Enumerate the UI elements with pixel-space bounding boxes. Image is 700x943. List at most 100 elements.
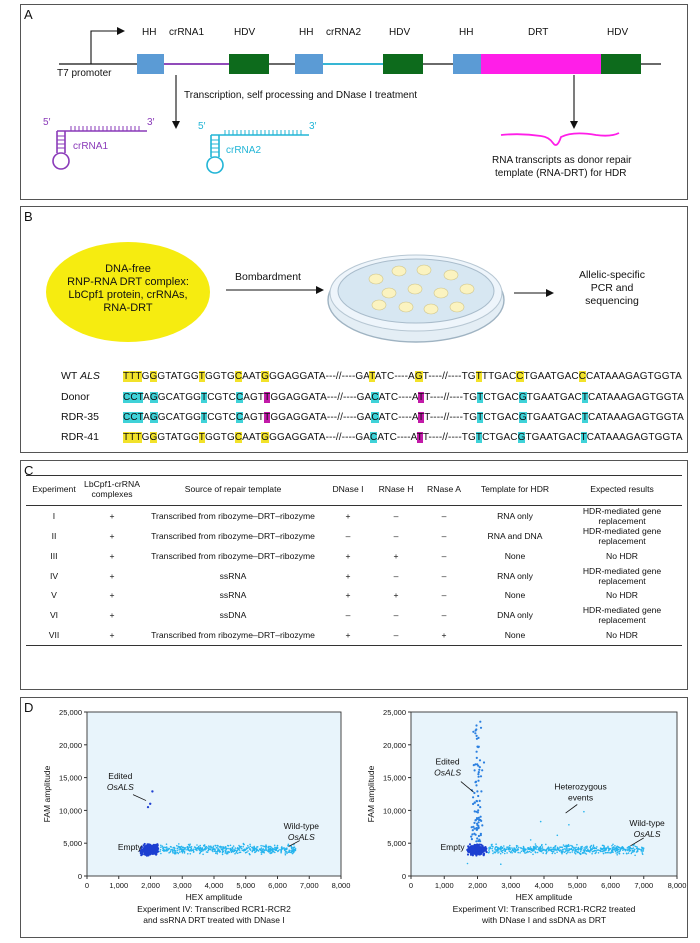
droplet-point [580,848,583,851]
droplet-point [565,850,567,853]
droplet-point [489,847,492,849]
table-cell: – [441,610,447,620]
droplet-point [641,853,644,855]
droplet-point [627,849,629,852]
droplet-point [509,848,512,850]
droplet-point [182,846,185,849]
droplet-point [596,846,598,848]
droplet-point [477,839,480,843]
col-rnasea: RNase A [420,475,468,506]
droplet-point [229,844,232,847]
droplet-point [280,849,283,852]
droplet-point [508,850,511,852]
droplet-point [176,849,178,852]
droplet-point [166,847,168,849]
droplet-point [604,848,607,850]
droplet-point [147,848,150,851]
table-cell: – [345,610,351,620]
droplet-point [541,846,544,848]
droplet-point [640,849,643,852]
droplet-point [534,843,537,845]
droplet-point [249,847,251,850]
droplet-point [290,846,293,849]
processing-label: Transcription, self processing and DNase… [184,90,418,101]
droplet-point [522,849,524,852]
droplet-point [193,848,195,850]
table-cell: ssRNA [219,590,247,601]
droplet-point [236,849,239,852]
x-tick-label: 1,000 [435,881,454,890]
droplet-point [176,847,179,850]
droplet-point [614,850,617,853]
droplet-point [466,853,470,856]
droplet-point [579,853,582,856]
droplet-point [497,852,499,854]
droplet-point [468,843,472,846]
table-cell: – [393,610,399,620]
droplet-point [187,853,189,855]
droplet-point [516,848,519,850]
droplet-point [564,845,567,848]
droplet-point [573,846,575,849]
droplet-point [570,844,572,847]
table-cell: VI [49,610,59,620]
droplet-point [556,846,559,849]
droplet-point [290,847,293,850]
annotation-empty: Empty [441,842,466,852]
droplet-point [475,817,479,821]
droplet-point [249,853,251,856]
droplet-point [215,852,217,855]
droplet-point [482,852,486,855]
droplet-point [525,848,527,851]
droplet-point [275,849,278,852]
droplet-point [225,848,228,851]
droplet-point [239,851,242,854]
droplet-point [273,844,276,847]
droplet-point [520,850,523,853]
droplet-point [495,843,497,845]
x-tick-label: 3,000 [173,881,192,890]
droplet-point [197,848,200,850]
droplet-point [283,847,286,849]
hh-label-2: HH [299,27,314,38]
droplet-point [517,851,519,854]
droplet-point [184,847,186,850]
droplet-point [274,849,276,851]
droplet-point [597,849,600,851]
droplet-point [159,850,161,853]
droplet-point [215,850,217,853]
droplet-point [227,847,229,850]
crrna1-name: crRNA1 [73,141,109,152]
table-header-row: Experiment LbCpf1-crRNA complexes Source… [26,475,682,506]
ellipse-line-4: RNA-DRT [103,302,153,314]
droplet-point [290,850,293,852]
droplet-point [222,850,225,853]
droplet-point [471,833,474,836]
droplet-point [204,848,206,850]
droplet-point [504,850,506,853]
droplet-point [622,852,625,855]
droplet-point [550,850,553,852]
x-axis-label: HEX amplitude [186,892,243,902]
droplet-point [542,852,544,854]
droplet-point [284,848,287,850]
droplet-point [621,846,623,848]
annotation-osals: OsALS [107,782,134,792]
droplet-point [499,852,502,855]
droplet-point [541,847,543,850]
droplet-point [477,809,480,812]
droplet-point [211,847,213,849]
caption-line-1: Experiment IV: Transcribed RCR1-RCR2 [137,904,291,914]
droplet-point [504,849,507,851]
droplet-point [634,854,636,857]
droplet-point [628,847,630,850]
droplet-point [637,848,640,850]
droplet-point [494,851,496,854]
droplet-point [231,848,234,850]
col-source: Source of repair template [142,475,324,506]
droplet-point [615,846,618,849]
droplet-point [473,827,476,830]
droplet-point [208,848,211,850]
droplet-point [642,847,645,849]
droplet-point [475,750,478,753]
